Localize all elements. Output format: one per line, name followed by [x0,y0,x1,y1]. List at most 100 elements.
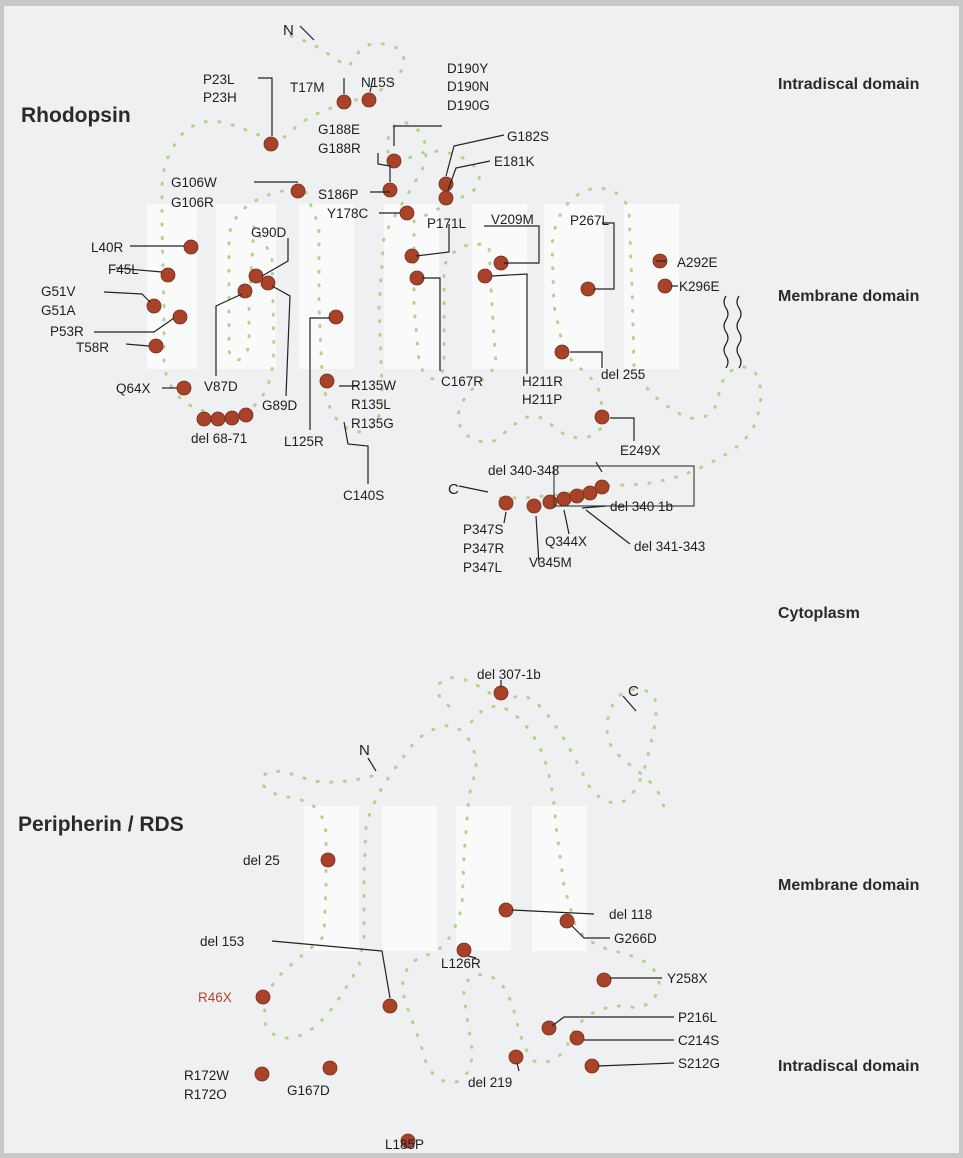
mutation-dot [261,276,275,290]
mutation-label: P23L [203,72,235,87]
mutation-label: G106W [171,175,217,190]
mutation-label: E249X [620,443,661,458]
mutation-dot [658,279,672,293]
palmitoyl-tails [724,296,741,368]
domain-label-intradiscal-bottom: Intradiscal domain [778,1058,919,1075]
domain-label-intradiscal-top: Intradiscal domain [778,76,919,93]
mutation-label: P267L [570,213,610,228]
mutation-dot [362,93,376,107]
peripherin-membrane-bands [304,806,587,951]
mutation-dot [555,345,569,359]
mutation-dot [329,310,343,324]
mutation-dot [597,973,611,987]
rhodopsin-title: Rhodopsin [21,104,131,127]
mutation-label: G51V [41,284,76,299]
mutation-label: R135L [351,397,391,412]
mutation-label: G167D [287,1083,330,1098]
mutation-label: S212G [678,1056,720,1071]
mutation-label: R135G [351,416,394,431]
mutation-dot [383,999,397,1013]
mutation-dot [527,499,541,513]
mutation-label: T58R [76,340,109,355]
mutation-label: A292E [677,255,718,270]
mutation-label: C140S [343,488,384,503]
mutation-label: P53R [50,324,84,339]
mutation-dot [581,282,595,296]
mutation-dot [595,410,609,424]
mutation-dot [161,268,175,282]
mutation-dot [560,914,574,928]
mutation-label: S186P [318,187,359,202]
mutation-dot [543,495,557,509]
mutation-label: D190G [447,98,490,113]
mutation-label: H211P [522,392,562,407]
mutation-dot [249,269,263,283]
mutation-label-highlight: R46X [198,990,232,1005]
mutation-dot [570,489,584,503]
mutation-dot [499,496,513,510]
mutation-label: Y178C [327,206,369,221]
mutation-label: P216L [678,1010,718,1025]
mutation-label: G89D [262,398,298,413]
mutation-label: F45L [108,262,139,277]
mutation-dot [570,1031,584,1045]
mutation-label: G188R [318,141,361,156]
mutation-dot [383,183,397,197]
mutation-label: del 307-1b [477,667,541,682]
mutation-label: del 118 [609,907,652,922]
mutation-dot [264,137,278,151]
mutation-label: V345M [529,555,572,570]
mutation-dot [321,853,335,867]
mutation-label: L40R [91,240,124,255]
mutation-label: P347L [463,560,503,575]
mutation-label: R172W [184,1068,229,1083]
rhodopsin-c-terminus: C [448,481,459,498]
mutation-label: del 219 [468,1075,512,1090]
mutation-label: K296E [679,279,720,294]
peripherin-title: Peripherin / RDS [18,813,184,836]
mutation-label: G90D [251,225,287,240]
mutation-label: L125R [284,434,324,449]
mutation-dot [509,1050,523,1064]
figure-canvas: Rhodopsin Peripherin / RDS Intradiscal d… [4,6,959,1153]
mutation-label: V87D [204,379,238,394]
mutation-label: L126R [441,956,481,971]
domain-label-membrane-top: Membrane domain [778,288,919,305]
mutation-label: D190N [447,79,489,94]
mutation-label: Q64X [116,381,151,396]
mutation-dot [211,412,225,426]
mutation-dot [457,943,471,957]
mutation-label: P347S [463,522,504,537]
mutation-label: G188E [318,122,360,137]
mutation-label: C167R [441,374,483,389]
mutation-label: P23H [203,90,237,105]
mutation-dot [256,990,270,1004]
mutation-dot [323,1061,337,1075]
mutation-dot [177,381,191,395]
mutation-dot [499,903,513,917]
mutation-label: G106R [171,195,214,210]
mutation-dot [439,191,453,205]
mutation-label: C214S [678,1033,719,1048]
mutation-dot [225,411,239,425]
mutation-label: P171L [427,216,467,231]
mutation-dot [410,271,424,285]
mutation-dot [239,408,253,422]
mutation-label: del 340-348 [488,463,559,478]
mutation-dot [542,1021,556,1035]
rhodopsin-mutation-labels: P23L P23H T17M N15S D190Y D190N D190G G1… [41,61,720,575]
mutation-dot [149,339,163,353]
mutation-dot [585,1059,599,1073]
peripherin-n-terminus: N [359,742,370,759]
topology-diagram: Rhodopsin Peripherin / RDS Intradiscal d… [4,6,959,1153]
mutation-label: G182S [507,129,549,144]
mutation-label: H211R [522,374,563,389]
rhodopsin-n-terminus: N [283,22,294,39]
mutation-dot [557,492,571,506]
mutation-label: R172O [184,1087,227,1102]
mutation-dot [337,95,351,109]
mutation-label: del 68-71 [191,431,247,446]
mutation-label: del 340 1b [610,499,673,514]
rhodopsin-membrane-bands [147,204,679,369]
mutation-dot [320,374,334,388]
